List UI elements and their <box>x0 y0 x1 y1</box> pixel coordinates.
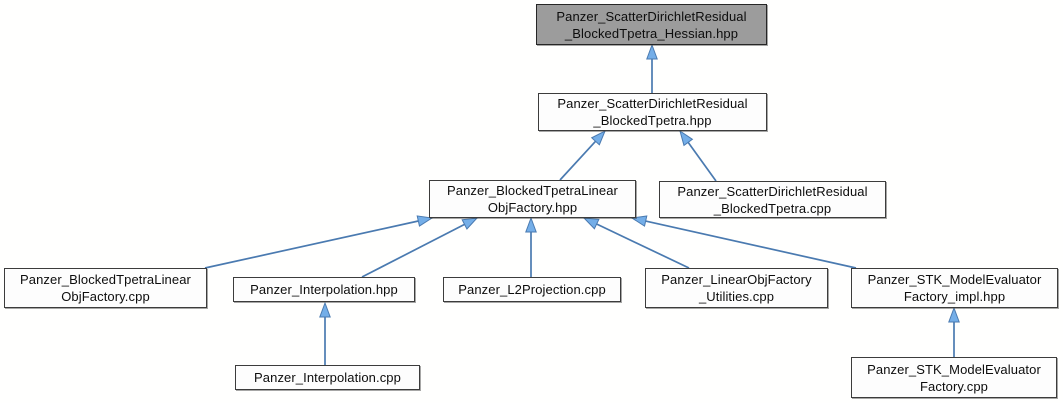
node-label-line: Factory.cpp <box>919 378 989 394</box>
node-label-line: Panzer_STK_ModelEvaluator <box>867 272 1042 287</box>
graph-node-linobj-cpp[interactable]: Panzer_LinearObjFactory _Utilities.cpp <box>645 268 828 308</box>
edge-arrowhead-icon <box>679 129 694 147</box>
edge-arrowhead-icon <box>319 301 331 318</box>
node-label-line: ObjFactory.hpp <box>487 200 578 215</box>
edge-line-blocked-cpp-to-blocked-hpp <box>204 220 419 269</box>
edge-arrowhead-icon <box>461 217 479 230</box>
graph-node-l2proj-cpp[interactable]: Panzer_L2Projection.cpp <box>443 277 621 302</box>
edge-arrowhead-icon <box>416 215 434 227</box>
node-label-line: Panzer_ScatterDirichletResidual <box>556 8 747 24</box>
node-label-line: _Utilities.cpp <box>698 289 775 304</box>
edge-line-linobj-cpp-to-blocked-hpp <box>596 223 690 269</box>
edge-arrowhead-icon <box>646 43 658 60</box>
graph-node-scatter-hpp[interactable]: Panzer_ScatterDirichletResidual _BlockedT… <box>538 93 767 131</box>
node-label-line: Factory_impl.hpp <box>903 289 1006 304</box>
edge-arrowhead-icon <box>525 216 537 233</box>
node-label-line: Panzer_STK_ModelEvaluator <box>867 361 1041 377</box>
edge-arrowhead-icon <box>590 129 606 146</box>
edge-line-blocked-hpp-to-scatter-hpp <box>559 140 597 181</box>
node-label-line: Panzer_ScatterDirichletResidual <box>677 183 868 199</box>
node-label-line: Panzer_ScatterDirichletResidual <box>557 96 748 111</box>
edge-line-interp-hpp-to-blocked-hpp <box>361 223 465 278</box>
node-label-line: ObjFactory.cpp <box>61 289 150 304</box>
node-label-line: Panzer_BlockedTpetraLinear <box>20 272 191 287</box>
node-label-line: Panzer_Interpolation.hpp <box>250 282 398 297</box>
edge-arrowhead-icon <box>948 306 960 323</box>
node-label-line: _BlockedTpetra.hpp <box>593 113 712 128</box>
edge-line-scatter-cpp-to-scatter-hpp <box>687 141 717 182</box>
graph-node-interp-hpp[interactable]: Panzer_Interpolation.hpp <box>233 277 415 302</box>
node-label-line: Panzer_L2Projection.cpp <box>458 282 606 297</box>
edge-arrowhead-icon <box>582 217 600 230</box>
node-label-line: _BlockedTpetra_Hessian.hpp <box>564 25 739 41</box>
edge-arrowhead-icon <box>630 215 648 227</box>
graph-node-interp-cpp[interactable]: Panzer_Interpolation.cpp <box>235 365 420 390</box>
graph-node-scatter-cpp[interactable]: Panzer_ScatterDirichletResidual_BlockedT… <box>659 181 886 218</box>
edge-line-stk-impl-hpp-to-blocked-hpp <box>645 220 857 269</box>
node-label-line: Panzer_Interpolation.cpp <box>254 370 401 385</box>
node-label-line: Panzer_LinearObjFactory <box>661 272 812 287</box>
node-label-line: _BlockedTpetra.cpp <box>713 200 832 216</box>
graph-node-hessian-hpp: Panzer_ScatterDirichletResidual_BlockedT… <box>536 4 767 45</box>
node-label-line: Panzer_BlockedTpetraLinear <box>447 183 618 198</box>
